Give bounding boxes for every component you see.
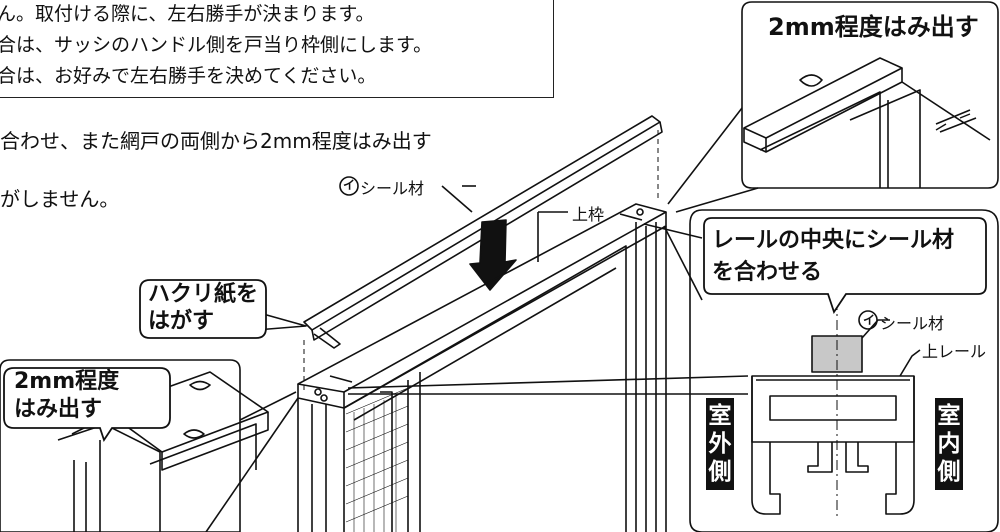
seal-label-top: シール材 [360, 179, 425, 198]
peel-callout-line-1: ハクリ紙を [148, 282, 259, 307]
peel-bubble [139, 279, 267, 339]
note-line-2: 合は、サッシのハンドル側を戸当り枠側にします。 [0, 34, 433, 56]
note-line-1: ん。取付ける際に、左右勝手が決まります。 [0, 3, 375, 25]
center-callout-line-2: を合わせる [712, 260, 823, 285]
bottom-left-callout-line-1: 2mm程度 [14, 369, 120, 394]
outdoor-char-3: 側 [708, 459, 732, 485]
detail-frame-bottom-left [0, 359, 241, 532]
indoor-char-1: 室 [937, 403, 961, 429]
note-line-3: 合は、お好みで左右勝手を決めてください。 [0, 65, 377, 87]
indoor-side-label: 室 内 側 [935, 398, 963, 490]
seal-label-right: シール材 [880, 314, 945, 333]
upper-frame-label: 上枠 [572, 205, 605, 224]
seal-marker-circle [339, 176, 359, 196]
body-line-1: 合わせ、また網戸の両側から2mm程度はみ出す [0, 129, 432, 153]
outdoor-char-1: 室 [708, 403, 732, 429]
center-callout-line-1: レールの中央にシール材 [712, 228, 955, 253]
indoor-char-2: 内 [937, 431, 961, 457]
body-line-2: がしません。 [0, 187, 120, 211]
bottom-left-callout-line-2: はみ出す [14, 397, 103, 422]
peel-callout-line-2: はがす [148, 309, 215, 334]
callout-top-right: 2mm程度はみ出す [768, 13, 979, 41]
detail-frame-top-right [741, 1, 999, 189]
seal-marker-glyph: イ [343, 178, 356, 192]
indoor-char-3: 側 [937, 459, 961, 485]
detail-frame-bottom-right [689, 209, 999, 532]
rail-profile [751, 375, 915, 443]
upper-rail-label: 上レール [922, 342, 987, 361]
center-bubble [703, 217, 987, 315]
outdoor-char-2: 外 [708, 431, 732, 457]
bottom-left-bubble [3, 367, 171, 443]
seal-marker-glyph-right: イ [863, 313, 876, 327]
note-box: ん。取付ける際に、左右勝手が決まります。 合は、サッシのハンドル側を戸当り枠側に… [0, 0, 554, 98]
outdoor-side-label: 室 外 側 [706, 398, 734, 490]
